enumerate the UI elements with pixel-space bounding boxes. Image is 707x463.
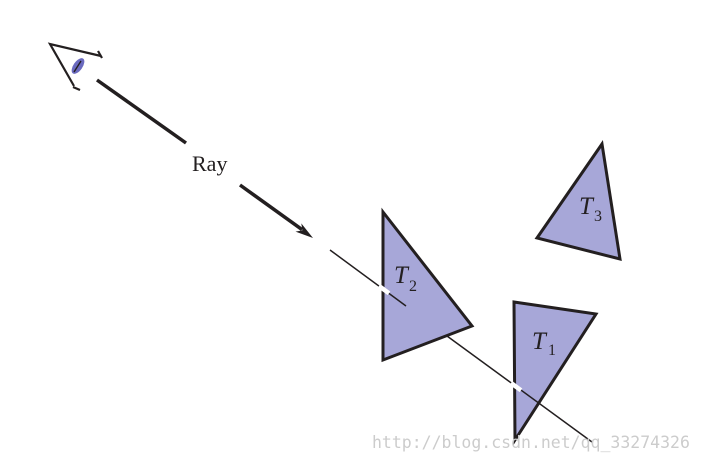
t2-label-letter: T <box>394 262 410 289</box>
eye-icon <box>47 42 103 92</box>
t1-label-letter: T <box>532 328 548 355</box>
eye-outline <box>47 42 102 87</box>
crossing-gap-t2 <box>377 284 391 296</box>
t1-label-subscript: 1 <box>548 342 556 359</box>
triangle-t2 <box>381 207 475 363</box>
ray-arrowhead <box>295 223 313 238</box>
ray-thin-segment-entry <box>329 249 407 307</box>
ray-segment-upper <box>95 78 188 145</box>
crossing-gap-t1 <box>509 381 523 393</box>
eye-upper-tick <box>97 50 103 59</box>
eye-pupil <box>73 60 82 73</box>
watermark-text: http://blog.csdn.net/qq_33274326 <box>372 433 690 452</box>
ray-label: Ray <box>192 151 227 176</box>
ray-segment-lower <box>238 183 304 232</box>
t2-label-subscript: 2 <box>409 278 417 295</box>
t3-label-letter: T <box>579 193 595 220</box>
eye-lower-tick <box>72 85 81 92</box>
triangle-t3 <box>534 140 622 262</box>
t3-label-subscript: 3 <box>594 208 602 225</box>
triangle-t1 <box>512 300 599 446</box>
